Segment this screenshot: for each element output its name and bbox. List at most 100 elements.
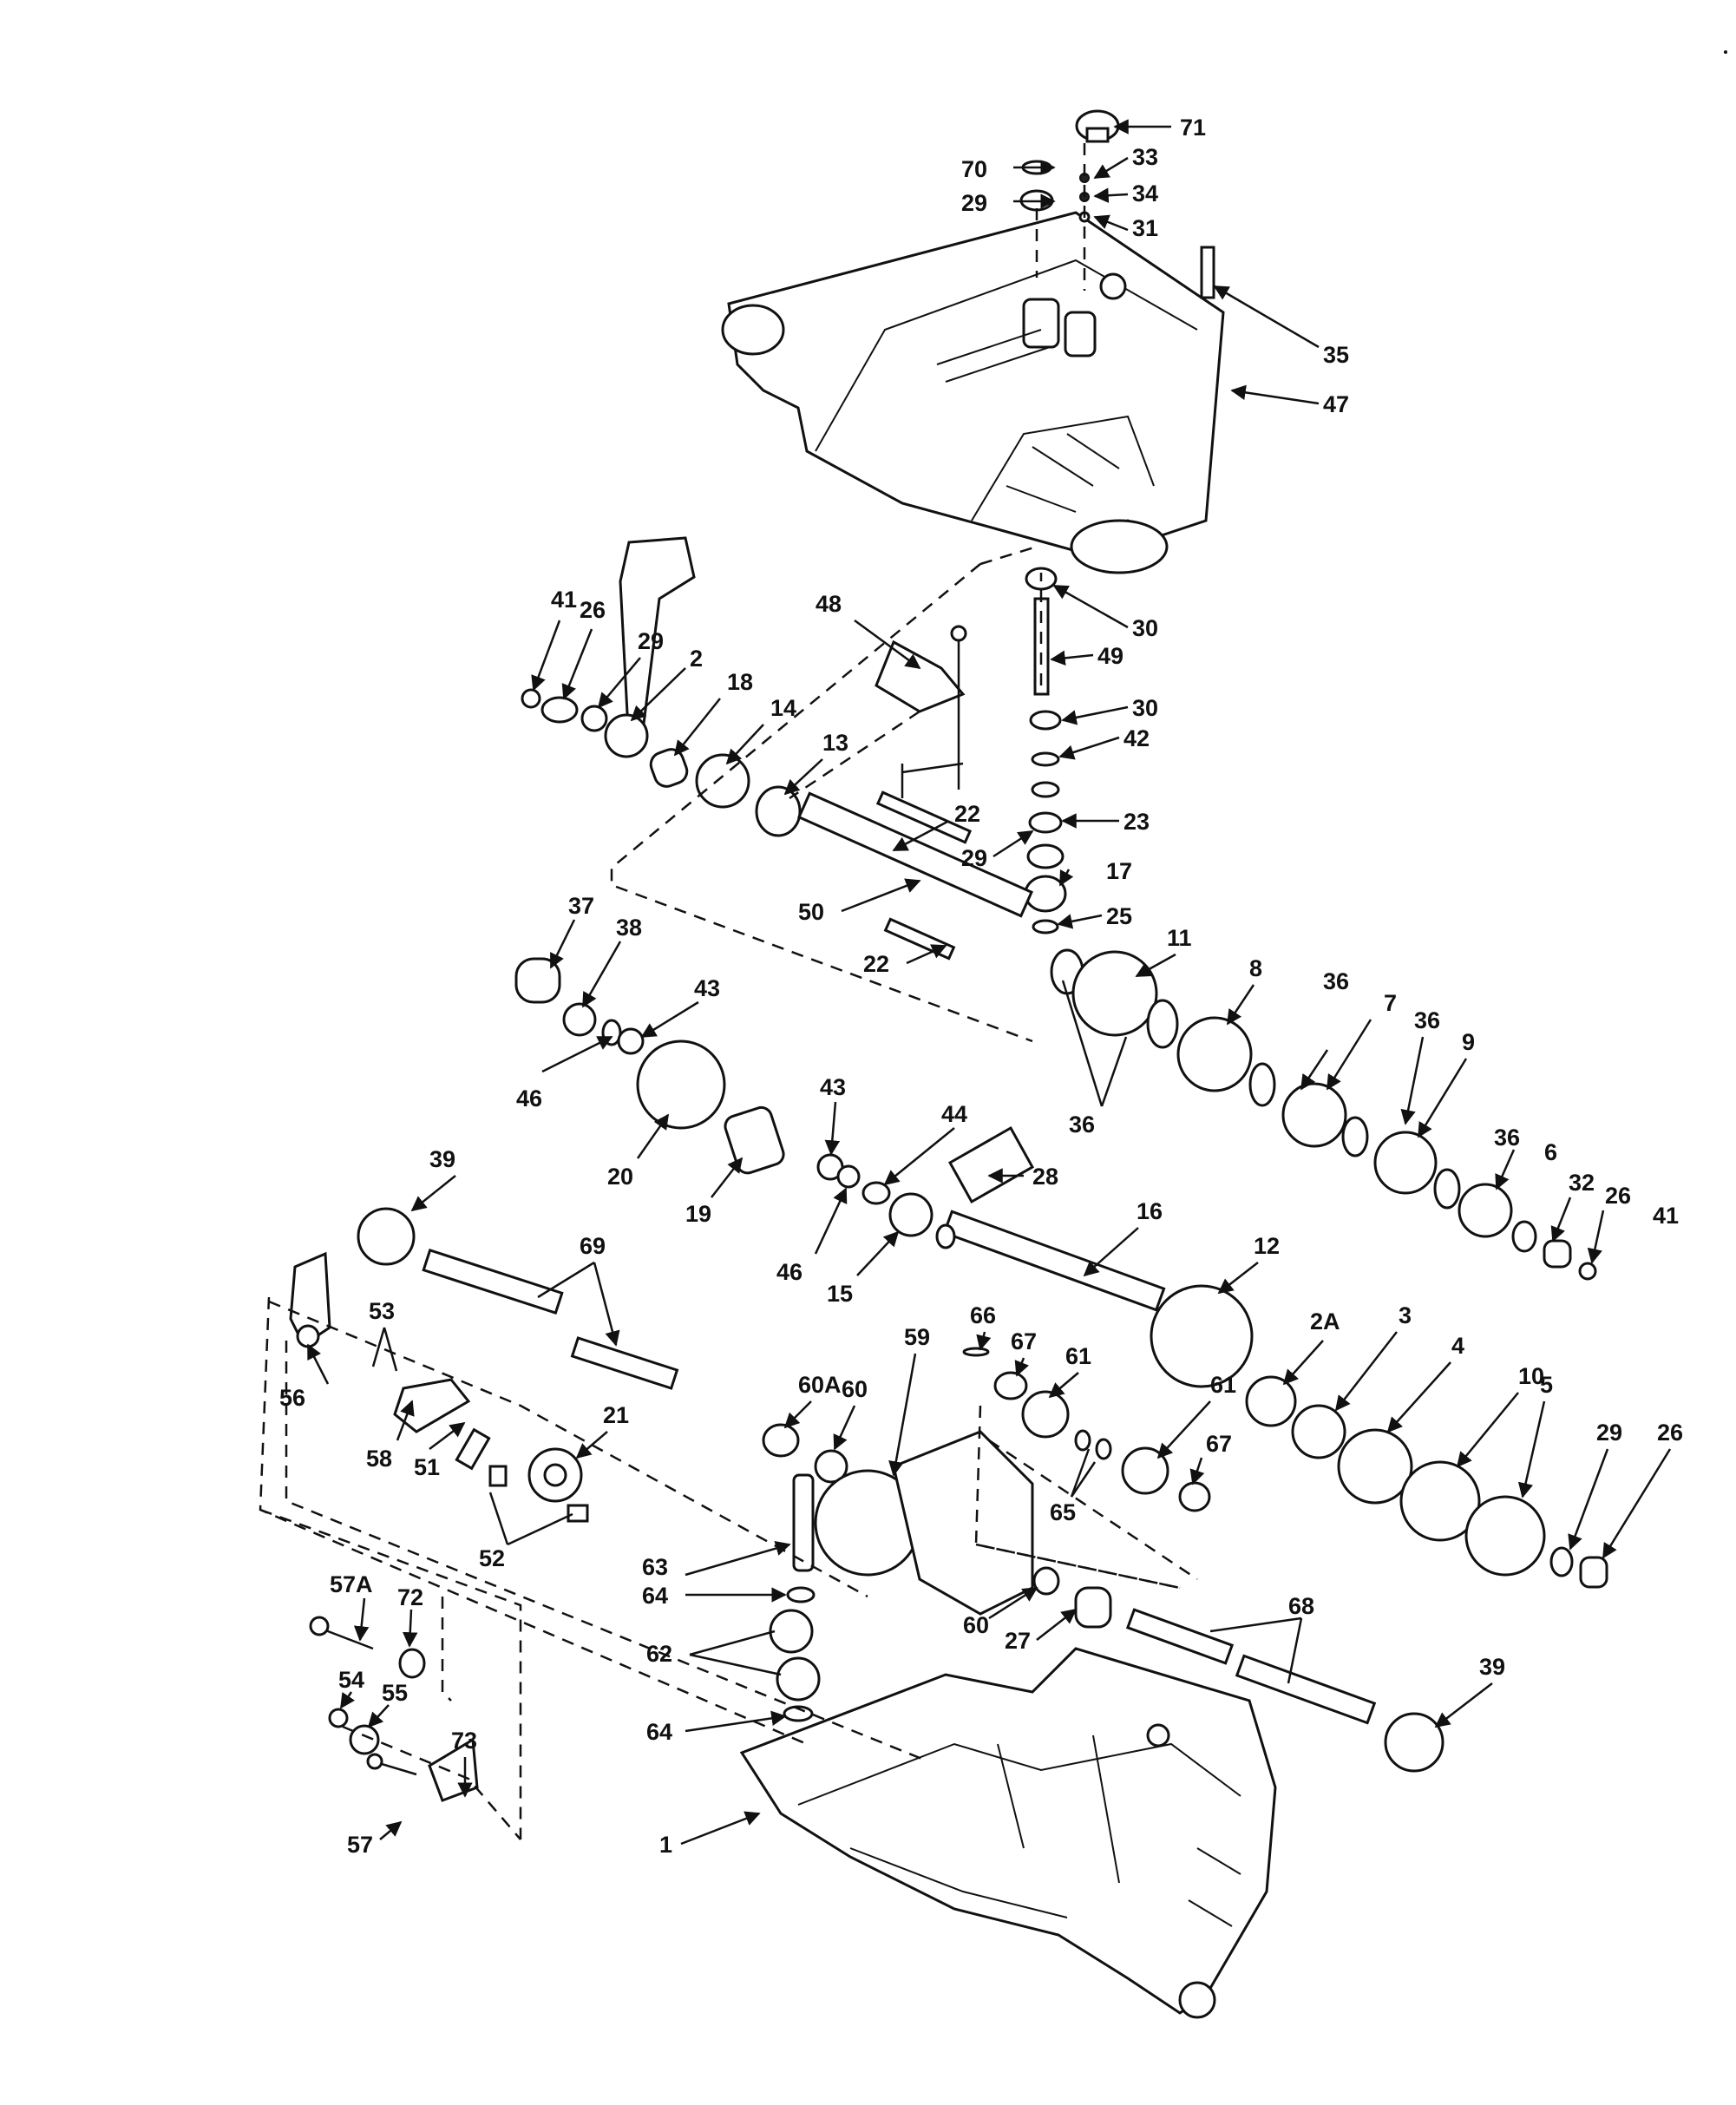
callout-64-b: 64	[646, 1719, 672, 1745]
callout-73: 73	[451, 1728, 477, 1754]
callout-43: 43	[694, 975, 720, 1001]
callout-5: 5	[1540, 1372, 1553, 1398]
callout-57: 57	[347, 1832, 373, 1858]
callout-11: 11	[1167, 925, 1192, 951]
callout-29: 29	[961, 190, 987, 216]
callout-70: 70	[961, 156, 987, 182]
callout-6: 6	[1544, 1139, 1557, 1165]
callout-33: 33	[1132, 144, 1158, 170]
callout-68: 68	[1288, 1593, 1314, 1619]
callout-22: 22	[954, 801, 980, 827]
callout-59: 59	[904, 1324, 930, 1350]
callout-61: 61	[1065, 1343, 1091, 1369]
callout-8: 8	[1249, 955, 1262, 981]
callout-61-b: 61	[1210, 1372, 1236, 1398]
leader-lines	[306, 119, 1672, 1846]
callout-10: 10	[1518, 1363, 1544, 1389]
callout-38: 38	[616, 915, 642, 941]
callout-4: 4	[1451, 1333, 1464, 1359]
callout-65: 65	[1050, 1499, 1076, 1525]
callout-42: 42	[1123, 725, 1150, 751]
callout-20: 20	[607, 1164, 633, 1190]
callout-19: 19	[685, 1201, 711, 1227]
callout-60: 60	[842, 1376, 868, 1402]
callout-32: 32	[1569, 1170, 1595, 1196]
callout-18: 18	[727, 669, 753, 695]
callout-41-b: 41	[1653, 1203, 1679, 1229]
callout-60-b: 60	[963, 1612, 989, 1638]
callout-43-b: 43	[820, 1074, 846, 1100]
callout-60A: 60A	[798, 1372, 842, 1398]
callout-31: 31	[1132, 215, 1158, 241]
callout-12: 12	[1254, 1233, 1280, 1259]
callout-46-b: 46	[776, 1259, 802, 1285]
lower-case-housing	[739, 1647, 1277, 2019]
callout-36-b: 36	[1414, 1007, 1440, 1033]
callout-62: 62	[646, 1641, 672, 1667]
callout-26-b: 26	[1605, 1183, 1631, 1209]
callout-29-b: 29	[638, 628, 664, 654]
callout-9: 9	[1462, 1029, 1475, 1055]
callout-39-b: 39	[1479, 1654, 1505, 1680]
callout-49: 49	[1097, 643, 1123, 669]
callout-57A: 57A	[330, 1571, 373, 1597]
callout-55: 55	[382, 1680, 408, 1706]
gear-train-parts	[309, 109, 1608, 1802]
callout-47: 47	[1323, 391, 1349, 417]
callout-labels: 71 70 33 29 34 31 35 47 41 26 29 2 18 14…	[279, 115, 1683, 1858]
callout-63: 63	[642, 1554, 668, 1580]
callout-13: 13	[822, 730, 848, 756]
callout-64: 64	[642, 1583, 668, 1609]
callout-17: 17	[1106, 858, 1132, 884]
callout-16: 16	[1137, 1198, 1163, 1224]
callout-36: 36	[1323, 968, 1349, 994]
callout-30-b: 30	[1132, 695, 1158, 721]
callout-36-c: 36	[1494, 1125, 1520, 1151]
callout-21: 21	[603, 1402, 629, 1428]
callout-46: 46	[516, 1085, 542, 1112]
callout-48: 48	[816, 591, 842, 617]
callout-26-c: 26	[1657, 1420, 1683, 1446]
callout-56: 56	[279, 1385, 305, 1411]
callout-41: 41	[551, 587, 577, 613]
callout-2A: 2A	[1310, 1308, 1340, 1334]
callout-67: 67	[1011, 1328, 1037, 1354]
callout-50: 50	[798, 899, 824, 925]
callout-28: 28	[1032, 1164, 1058, 1190]
callout-67-b: 67	[1206, 1431, 1232, 1457]
callout-26: 26	[580, 597, 606, 623]
callout-34: 34	[1132, 180, 1158, 207]
callout-53: 53	[369, 1298, 395, 1324]
callout-69: 69	[580, 1233, 606, 1259]
callout-36-d: 36	[1069, 1112, 1095, 1138]
callout-29-d: 29	[1596, 1420, 1622, 1446]
callout-71: 71	[1180, 115, 1206, 141]
callout-58: 58	[366, 1446, 392, 1472]
callout-27: 27	[1005, 1628, 1031, 1654]
callout-1: 1	[659, 1832, 672, 1858]
callout-25: 25	[1106, 903, 1132, 929]
callout-3: 3	[1399, 1302, 1412, 1328]
callout-22-b: 22	[863, 951, 889, 977]
callout-52: 52	[479, 1545, 505, 1571]
callout-44: 44	[941, 1101, 967, 1127]
callout-2: 2	[690, 646, 703, 672]
assembly-dashed-lines	[259, 143, 1198, 1840]
callout-14: 14	[770, 695, 796, 721]
callout-72: 72	[397, 1584, 423, 1610]
callout-39: 39	[429, 1146, 455, 1172]
callout-51: 51	[414, 1454, 440, 1480]
callout-15: 15	[827, 1281, 853, 1307]
corner-dot	[1724, 50, 1727, 54]
callout-23: 23	[1123, 809, 1150, 835]
callout-29-c: 29	[961, 845, 987, 871]
shift-lever-assembly	[289, 536, 967, 1523]
callout-30: 30	[1132, 615, 1158, 641]
callout-66: 66	[970, 1302, 996, 1328]
callout-35: 35	[1323, 342, 1349, 368]
upper-case-housing	[721, 211, 1225, 574]
callout-54: 54	[338, 1667, 364, 1693]
callout-37: 37	[568, 893, 594, 919]
callout-7: 7	[1384, 990, 1397, 1016]
